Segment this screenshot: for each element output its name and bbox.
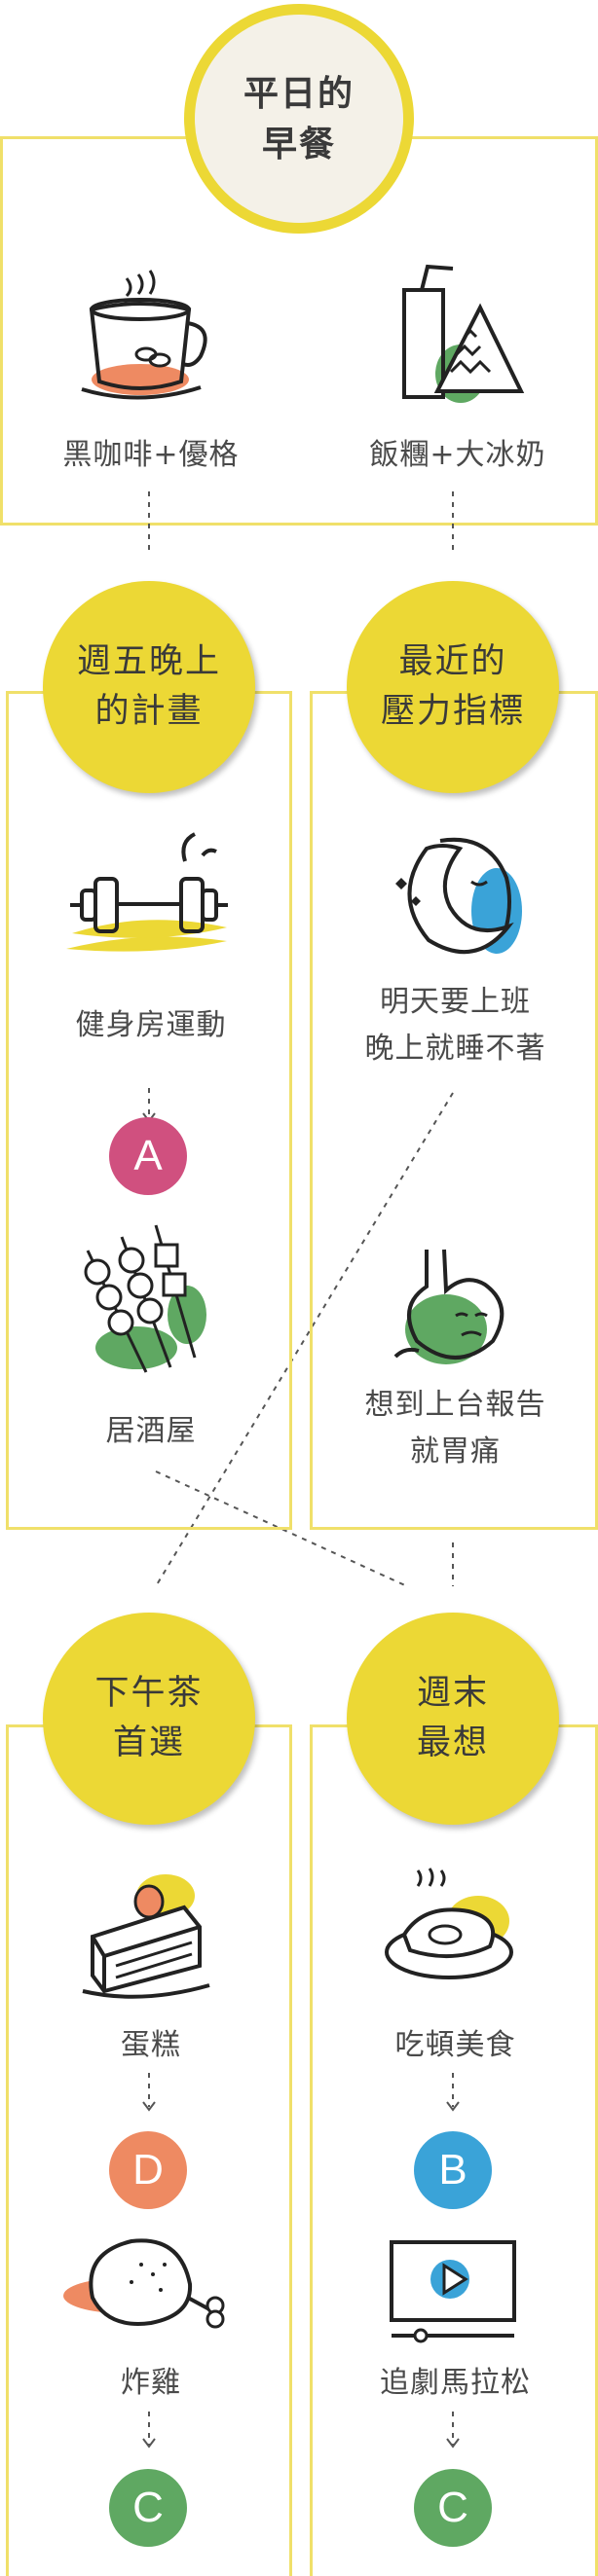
stress-item-sleep-label: 明天要上班 晚上就睡不著 <box>364 985 546 1066</box>
friday-item-gym-label: 健身房運動 <box>75 1008 227 1042</box>
badge-d: D <box>109 2131 187 2209</box>
cake-icon <box>82 1869 214 2000</box>
stomach-icon <box>388 1248 514 1369</box>
breakfast-title: 平日的 早餐 <box>184 4 414 234</box>
weekend-title: 週末 最想 <box>347 1613 559 1825</box>
dumbbell-icon <box>66 832 237 959</box>
coffee-cup-icon <box>80 265 216 401</box>
breakfast-item-coffee-label: 黑咖啡+優格 <box>62 438 240 472</box>
skewers-icon <box>78 1221 214 1377</box>
breakfast-item-riceball-label: 飯糰+大冰奶 <box>369 438 546 472</box>
riceball-milk-icon <box>394 264 526 411</box>
badge-b: B <box>414 2131 492 2209</box>
stress-title: 最近的 壓力指標 <box>347 581 559 793</box>
stress-item-stomach-label: 想到上台報告 就胃痛 <box>364 1388 546 1469</box>
video-play-icon <box>388 2238 519 2345</box>
afternoon-item-chicken-label: 炸雞 <box>121 2366 181 2400</box>
badge-a: A <box>109 1117 187 1195</box>
afternoon-item-cake-label: 蛋糕 <box>121 2028 181 2062</box>
fried-chicken-icon <box>63 2235 234 2342</box>
afternoon-title: 下午茶 首選 <box>43 1613 255 1825</box>
weekend-item-food-label: 吃頓美食 <box>394 2028 516 2062</box>
friday-title: 週五晚上 的計畫 <box>43 581 255 793</box>
weekend-item-binge-label: 追劇馬拉松 <box>380 2366 531 2400</box>
friday-panel <box>6 691 292 1530</box>
badge-c-afternoon: C <box>109 2469 187 2547</box>
moon-sleep-icon <box>382 833 528 964</box>
badge-c-weekend: C <box>414 2469 492 2547</box>
steak-icon <box>385 1867 521 1983</box>
friday-item-izakaya-label: 居酒屋 <box>105 1414 197 1448</box>
